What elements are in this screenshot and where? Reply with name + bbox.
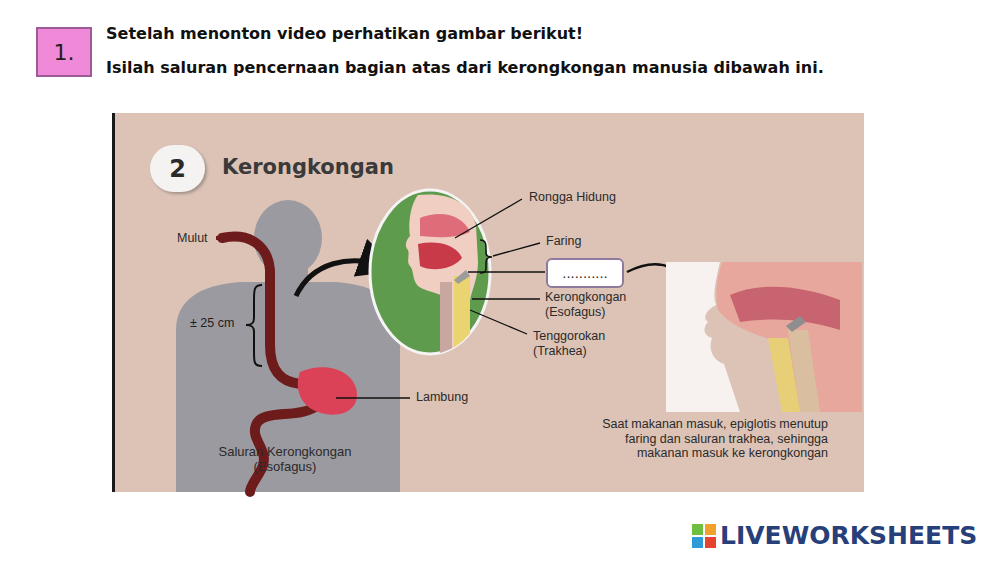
faring-brace bbox=[480, 240, 492, 273]
esophagus-tube bbox=[222, 237, 300, 384]
node-text: 2 bbox=[150, 145, 205, 192]
node-text: 1. bbox=[54, 40, 75, 65]
leader-line bbox=[493, 243, 540, 256]
leader-line bbox=[470, 310, 527, 334]
picture-border bbox=[112, 113, 115, 492]
part-name: Lambung bbox=[416, 390, 496, 404]
leader-line bbox=[472, 298, 540, 299]
dimension: ± 25 cm bbox=[190, 316, 250, 330]
leader-line bbox=[468, 271, 545, 272]
watermark: LIVEWORKSHEETS bbox=[720, 521, 995, 550]
stomach bbox=[298, 367, 357, 414]
part-name: Tenggorokan (Trakhea) bbox=[533, 329, 645, 359]
part-name: Faring bbox=[546, 234, 606, 248]
logo-icon bbox=[692, 524, 716, 548]
leader-line bbox=[336, 397, 410, 398]
part-name: Kerongkongan (Esofagus) bbox=[545, 290, 657, 320]
length-brace bbox=[246, 285, 262, 366]
body-silhouette bbox=[176, 200, 400, 492]
node-text: ........... bbox=[562, 266, 607, 281]
step-badge: 2Kerongkongan bbox=[150, 145, 205, 192]
number-box: 1. bbox=[36, 27, 92, 77]
part-name: Rongga Hidung bbox=[529, 190, 649, 204]
answer-box: ........... bbox=[546, 258, 624, 288]
leader-line bbox=[216, 236, 222, 240]
leader-line bbox=[455, 199, 522, 238]
part-name: Saluran Kerongkongan (Esofagus) bbox=[210, 444, 360, 474]
picture-ground bbox=[112, 113, 864, 492]
heading-text: Kerongkongan bbox=[222, 155, 394, 179]
swallow-section bbox=[666, 262, 862, 412]
part-name: Mulut bbox=[177, 231, 237, 245]
instruction-text: Setelah menonton video perhatikan gambar… bbox=[106, 24, 986, 43]
instruction-text: Isilah saluran pencernaan bagian atas da… bbox=[106, 58, 986, 77]
note-text: Saat makanan masuk, epiglotis menutup fa… bbox=[598, 417, 828, 461]
head-section bbox=[406, 194, 478, 360]
